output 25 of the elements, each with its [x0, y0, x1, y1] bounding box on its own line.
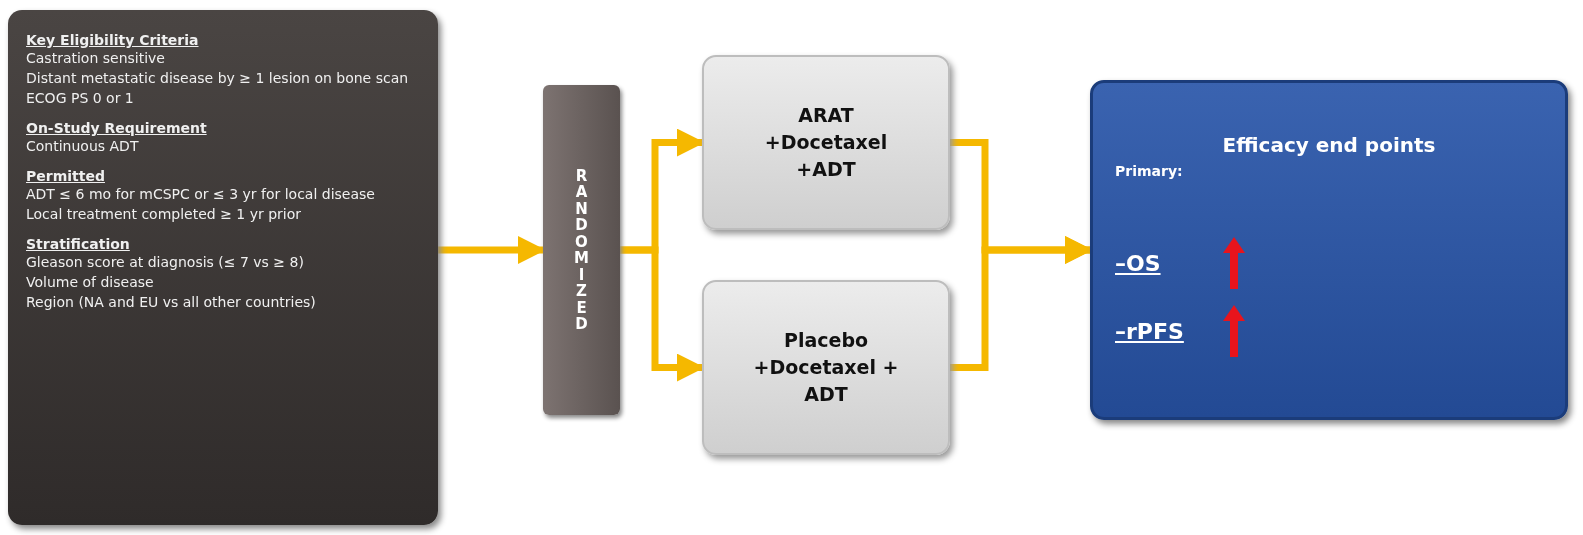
section-heading: On-Study Requirement: [26, 120, 208, 136]
randomization-bar: [543, 85, 620, 415]
criteria-text: Gleason score at diagnosis (≤ 7 vs ≥ 8): [26, 253, 305, 272]
criteria-text: Castration sensitive: [26, 49, 166, 68]
panel-title: Efficacy end points: [1221, 133, 1437, 157]
criteria-text: Local treatment completed ≥ 1 yr prior: [26, 205, 303, 224]
criteria-text: ADT ≤ 6 mo for mCSPC or ≤ 3 yr for local disease: [26, 185, 376, 204]
treatment-box: [702, 55, 950, 230]
criteria-text: Region (NA and EU vs all other countries): [26, 293, 317, 312]
section-heading: Stratification: [26, 236, 131, 252]
criteria-panel: [8, 10, 438, 525]
criteria-text: Continuous ADT: [26, 137, 140, 156]
section-heading: Permitted: [26, 168, 106, 184]
endpoint-label: –rPFS: [1115, 318, 1185, 344]
arm-label: ARAT +Docetaxel +ADT: [763, 103, 889, 182]
subheading: Primary:: [1115, 163, 1184, 179]
criteria-text: Distant metastatic disease by ≥ 1 lesion on bone scan: [26, 69, 410, 88]
section-heading: Key Eligibility Criteria: [26, 32, 200, 48]
criteria-text: ECOG PS 0 or 1: [26, 89, 135, 108]
endpoint-panel: [1090, 80, 1568, 420]
endpoint-label: –OS: [1115, 250, 1162, 276]
criteria-text: Volume of disease: [26, 273, 155, 292]
treatment-box: [702, 280, 950, 455]
vertical-label: RANDOMIZED: [574, 167, 589, 333]
arm-label: Placebo +Docetaxel + ADT: [752, 328, 900, 407]
